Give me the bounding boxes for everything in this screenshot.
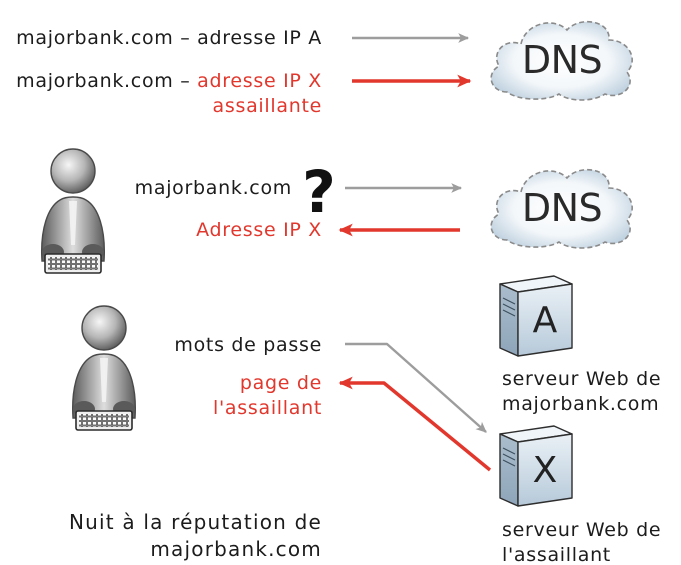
cloud-icon [490,169,633,249]
user-head [81,305,127,351]
server-side-face [517,433,573,507]
server-a-caption-line2: majorbank.com [502,393,659,415]
server-drive-bays [502,297,516,317]
user-chest-highlight [100,358,108,402]
server-a-caption-line1: serveur Web de [502,368,661,390]
attacker-page-arrow [338,376,492,472]
passwords-label: mots de passe [174,334,322,356]
server-icon: X [499,425,573,507]
spoofed-mapping-suffix: assaillante [213,95,322,117]
dns-query-label: majorbank.com [135,177,292,199]
user-chest-highlight [69,201,77,245]
server-side-face [517,283,573,357]
consequence-line1: Nuit à la réputation de [69,510,322,534]
user-head [50,148,96,194]
dns-cloud-shape [490,21,633,101]
web-session-section: mots de passe page de l'assaillant A ser… [69,275,661,565]
server-icon: A [499,275,573,357]
server-x-caption-line1: serveur Web de [502,519,661,541]
server-drive-bays [502,447,516,467]
legit-mapping-label: majorbank.com – adresse IP A [16,27,322,49]
spoofed-mapping-prefix: majorbank.com – [16,70,197,92]
spoofed-mapping-label: majorbank.com – adresse IP X [16,70,322,92]
consequence-line2: majorbank.com [150,537,322,561]
dns-update-section: majorbank.com – adresse IP A majorbank.c… [16,21,633,117]
keyboard-keys [79,414,129,427]
attacker-page-label-line1: page de [240,372,322,394]
server-letter: X [533,450,558,491]
keyboard-keys [48,257,98,270]
user-at-computer-icon [71,305,137,431]
dns-server-label: DNS [522,38,602,82]
cloud-icon [490,21,633,101]
question-mark: ? [302,158,336,226]
dns-reply-label: Adresse IP X [196,219,322,241]
server-front-face [499,433,519,507]
dns-query-section: majorbank.com ? Adresse IP X DNS [40,148,633,274]
user-at-computer-icon [40,148,106,274]
server-x-caption-line2: l'assaillant [502,544,611,565]
dns-cloud-shape [490,169,633,249]
passwords-arrow [345,342,487,433]
server-front-face [499,283,519,357]
dns-server-label: DNS [522,186,602,230]
spoofed-mapping-value: adresse IP X [197,70,322,92]
server-letter: A [533,300,558,341]
attacker-page-label-line2: l'assaillant [213,397,322,419]
